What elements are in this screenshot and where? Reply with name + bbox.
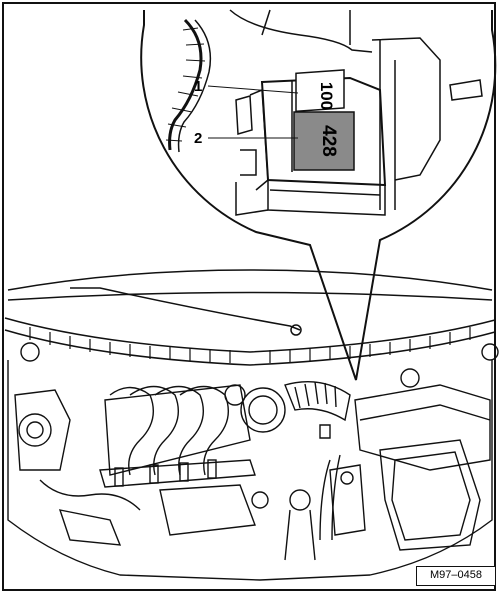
relay-label-428: 428 — [293, 111, 355, 171]
callout-2: 2 — [194, 130, 203, 147]
label-428: 428 — [318, 125, 339, 157]
callout-1: 1 — [194, 78, 203, 95]
cowl-panel — [4, 317, 496, 366]
figure-id-label: M97–0458 — [416, 566, 496, 586]
label-100: 100 — [317, 82, 336, 110]
leader-line-1 — [207, 85, 299, 94]
detail-magnifier — [140, 10, 497, 381]
relay-label-100: 100 — [295, 69, 345, 113]
engine-bay — [7, 342, 499, 581]
figure-frame — [2, 2, 496, 591]
hood-outline — [7, 269, 493, 331]
